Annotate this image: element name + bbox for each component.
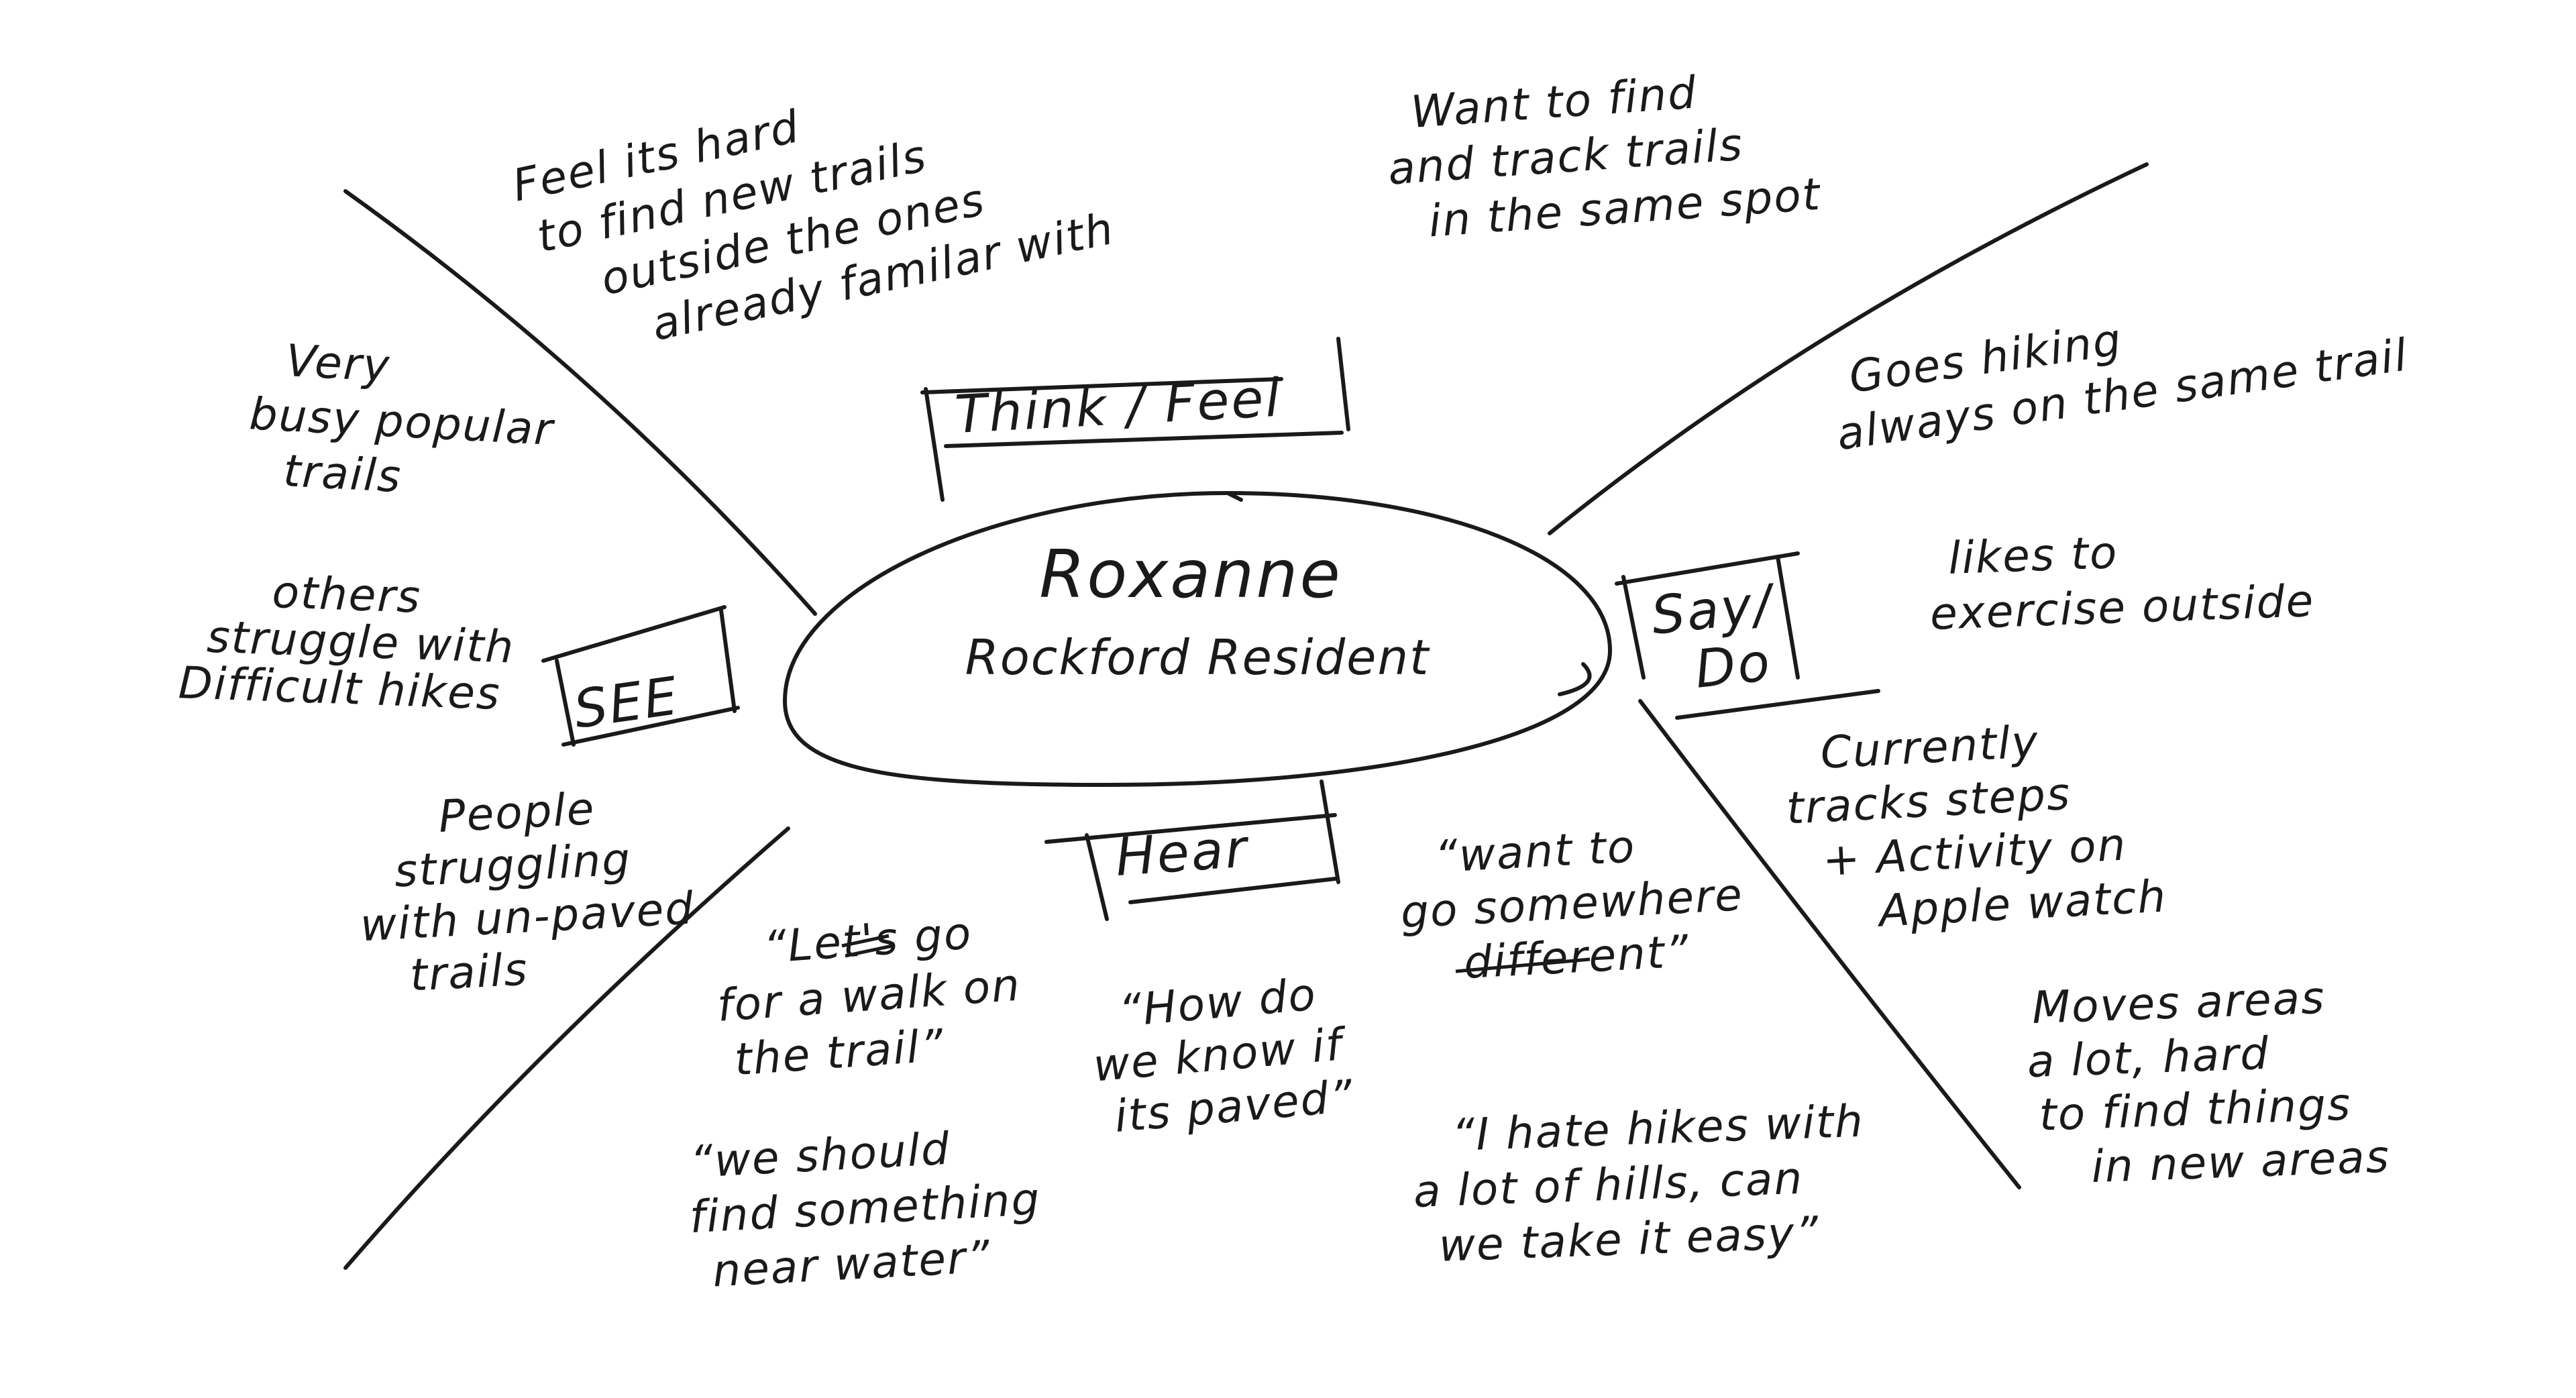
say-do-label-line2: Do [1693, 632, 1775, 700]
persona-ellipse-tail [1558, 662, 1592, 696]
see-note-unpaved-trails: People struggling with un-paved trails [354, 777, 714, 1004]
note-line: for a walk on [716, 959, 1023, 1032]
think-feel-quadrant: Think / Feel Feel its hard to find new t… [508, 41, 1823, 502]
divider-lines [343, 162, 2149, 1270]
note-line: trails [409, 943, 529, 1001]
note-line: the trail” [733, 1020, 946, 1086]
note-line: Currently [1819, 716, 2040, 779]
say-do-note-goes-hiking: Goes hiking always on the same trail [1826, 274, 2412, 460]
note-line: in new areas [2090, 1131, 2391, 1193]
note-line: near water” [711, 1231, 992, 1297]
strikethrough-mark [1455, 957, 1591, 973]
note-line: a lot of hills, can [1413, 1152, 1805, 1218]
think-feel-note-find-and-track: Want to find and track trails in the sam… [1383, 58, 1823, 250]
think-feel-label-box: Think / Feel [920, 337, 1350, 502]
hear-label: Hear [1114, 818, 1252, 888]
say-do-note-moves-areas: Moves areas a lot, hard to find things i… [2025, 970, 2391, 1195]
persona-ellipse [783, 491, 1612, 787]
say-do-note-exercise-outside: likes to exercise outside [1927, 520, 2316, 640]
hear-label-box: Hear [1044, 779, 1340, 921]
note-line: exercise outside [1929, 575, 2316, 640]
hear-note-hate-hills: “I hate hikes with a lot of hills, can w… [1411, 1095, 1884, 1273]
hear-note-somewhere-different: “want to go somewhere different” [1397, 814, 1763, 992]
note-line: “I hate hikes with [1451, 1095, 1865, 1161]
think-feel-note-hard-to-find: Feel its hard to find new trails outside… [508, 41, 1118, 373]
note-line: trails [282, 445, 403, 502]
hear-note-lets-go: “Let's go for a walk on the trail” [712, 903, 1042, 1087]
note-line: struggling [393, 833, 633, 897]
divider-bottom-left [343, 826, 790, 1270]
see-note-difficult-hikes: others struggle with Difficult hikes [178, 563, 533, 720]
note-line: we take it easy” [1438, 1207, 1821, 1272]
hear-note-near-water: “we should find something near water” [686, 1118, 1061, 1298]
divider-bottom-right [1638, 699, 2021, 1189]
note-line: struggle with [206, 611, 515, 674]
see-note-busy-trails: Very busy popular trails [246, 333, 574, 511]
say-do-label-box: Say/ Do [1615, 551, 1880, 720]
note-line: others [271, 566, 422, 623]
note-line: likes to [1947, 527, 2119, 584]
hear-note-how-do-we-know: “How do we know if its paved” [1087, 965, 1364, 1144]
note-line: Difficult hikes [178, 657, 502, 720]
strikethrough-mark [841, 934, 893, 958]
note-line: Very [284, 335, 392, 392]
note-line: “we should [689, 1123, 952, 1188]
note-line: “want to [1434, 820, 1637, 883]
divider-top-right [1548, 162, 2149, 535]
hear-quadrant: Hear “Let's go for a walk on the trail” … [686, 779, 1884, 1298]
persona-subtitle: Rockford Resident [965, 629, 1430, 686]
note-line: Moves areas [2031, 972, 2326, 1034]
persona-center: Roxanne Rockford Resident [783, 491, 1612, 787]
see-label-box: SEE [541, 605, 740, 747]
think-feel-label: Think / Feel [953, 368, 1283, 445]
see-quadrant: SEE Very busy popular trails others stru… [178, 333, 740, 1004]
see-label: SEE [570, 666, 683, 741]
say-do-note-apple-watch: Currently tracks steps + Activity on App… [1782, 710, 2168, 942]
persona-name: Roxanne [1039, 537, 1342, 613]
divider-top-left [343, 189, 817, 616]
note-line: a lot, hard [2027, 1028, 2271, 1088]
say-do-quadrant: Say/ Do Goes hiking always on the same t… [1615, 274, 2412, 1195]
say-do-label-line1: Say/ [1649, 574, 1780, 647]
note-line: People [437, 783, 596, 843]
note-line: to find things [2038, 1079, 2352, 1141]
note-line: different” [1462, 925, 1691, 989]
